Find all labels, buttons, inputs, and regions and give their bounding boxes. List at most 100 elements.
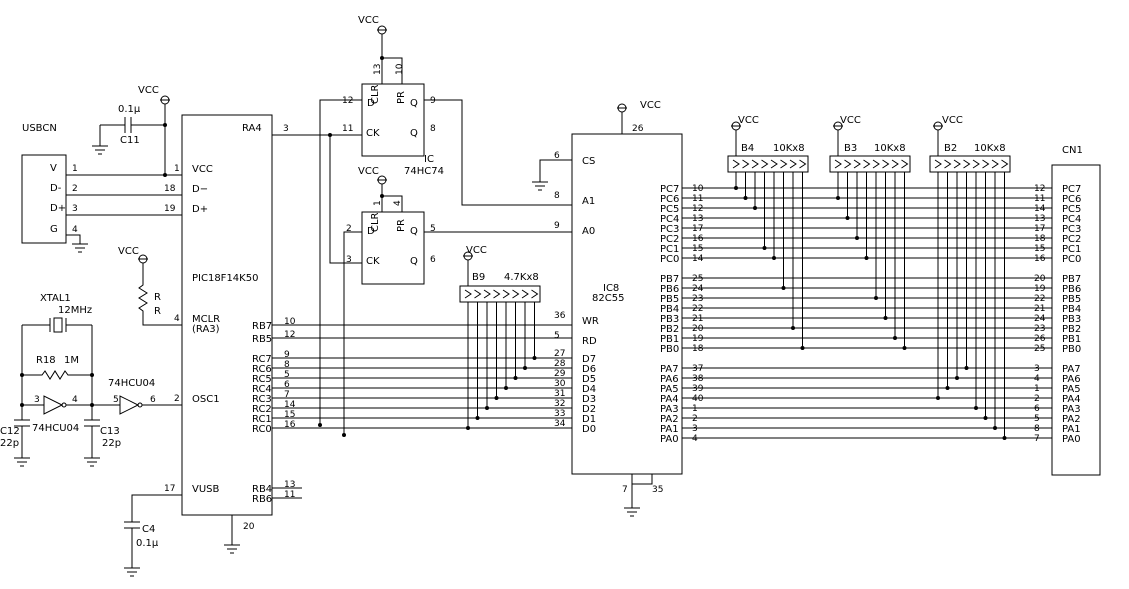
resistor-array-b3: B3 10Kx8 VCC	[840, 115, 906, 154]
pin-number: 1	[1034, 384, 1040, 394]
pin-label: PR	[396, 91, 407, 104]
vcc-label: VCC	[138, 85, 159, 96]
pin-label: PA3	[660, 404, 679, 415]
pin-number: 15	[284, 410, 295, 420]
pin-number: 5	[554, 331, 560, 341]
pin-label: VCC	[192, 164, 213, 175]
pin-number: 33	[554, 409, 565, 419]
pin-label: RB6	[252, 494, 272, 505]
pin-number: 4	[692, 434, 698, 444]
pin-label: PA7	[1062, 364, 1081, 375]
pin-number: 34	[554, 419, 566, 429]
resistor-name: R	[154, 292, 161, 303]
pin-label: MCLR	[192, 314, 220, 325]
connector-name: CN1	[1062, 145, 1083, 156]
pin-number: 12	[1034, 184, 1045, 194]
pin-label: CK	[366, 256, 380, 267]
pin-label: PC1	[660, 244, 679, 255]
pin-label: Q	[410, 98, 418, 109]
pin-number: 17	[692, 224, 703, 234]
pin-label: OSC1	[192, 394, 220, 405]
array-name: B3	[844, 143, 857, 154]
ground-symbol	[72, 243, 88, 253]
resistor-r: VCC R R	[118, 246, 182, 326]
array-name: B9	[472, 272, 485, 283]
pin-label: D0	[582, 424, 596, 435]
pin-number: 40	[692, 394, 704, 404]
capacitor-name: C4	[142, 524, 155, 535]
pin-number: 3	[72, 204, 78, 214]
oscillator-circuit: XTAL1 12MHz R18 1M 3 4 5 6 74HCU04 74HCU…	[0, 293, 182, 467]
pin-number: 20	[243, 522, 255, 532]
pin-number: 16	[692, 234, 704, 244]
pin-label: PC2	[1062, 234, 1081, 245]
usb-connector-name: USBCN	[22, 123, 57, 134]
pin-label: PA4	[660, 394, 679, 405]
pin-number: 39	[692, 384, 704, 394]
vcc-label: VCC	[640, 100, 661, 111]
pin-number: 3	[692, 424, 698, 434]
vcc-label: VCC	[942, 115, 963, 126]
pin-number: 8	[430, 124, 436, 134]
pin-label: CLR	[370, 212, 381, 232]
pin-number: 22	[692, 304, 703, 314]
crystal-frequency: 12MHz	[58, 305, 92, 316]
pin-number: 37	[692, 364, 703, 374]
resistor-arrays	[459, 121, 1011, 440]
pin-number: 36	[554, 311, 566, 321]
pin-label: RC1	[252, 414, 272, 425]
pin-number: 35	[652, 485, 663, 495]
pin-number: 8	[554, 191, 560, 201]
pin-number: 13	[692, 214, 703, 224]
vcc-symbol: VCC	[138, 85, 170, 175]
usb-pin-label: D-	[50, 183, 62, 194]
pin-number: 27	[554, 349, 565, 359]
pin-label: A0	[582, 226, 595, 237]
pin-number: 14	[692, 254, 704, 264]
pin-number: 2	[346, 224, 352, 234]
pin-number: 11	[284, 490, 295, 500]
pin-label: PC0	[660, 254, 679, 265]
pin-number: 10	[692, 184, 704, 194]
pin-label: PB2	[1062, 324, 1081, 335]
pin-number: 4	[393, 200, 403, 206]
ppi-82c55-chip: IC8 82C55 VCC 26 7 35	[571, 100, 683, 495]
usb-pin-label: D+	[50, 203, 66, 214]
pin-label: D7	[582, 354, 596, 365]
pin-number: 5	[113, 395, 119, 405]
pin-label: D−	[192, 184, 208, 195]
pin-number: 13	[284, 480, 295, 490]
pin-number: 8	[1034, 424, 1040, 434]
ppi-pins: CS6A18A09WR36RD5D727D628D529D430D331D232…	[554, 151, 1052, 445]
pin-label: PB3	[660, 314, 679, 325]
pin-number: 14	[1034, 204, 1046, 214]
pin-label: PB1	[660, 334, 679, 345]
pin-number: 10	[395, 63, 405, 75]
pin-label: PA1	[1062, 424, 1081, 435]
pin-number: 19	[692, 334, 704, 344]
pin-label: CLR	[370, 84, 381, 104]
chip-name: PIC18F14K50	[192, 273, 258, 284]
pin-number: 4	[72, 395, 78, 405]
pin-label: RB7	[252, 321, 272, 332]
pin-label: PC0	[1062, 254, 1081, 265]
pin-number: 32	[554, 399, 565, 409]
capacitor-value: 22p	[0, 438, 19, 449]
pin-label: RC2	[252, 404, 272, 415]
capacitor-value: 22p	[102, 438, 121, 449]
chip-part: 82C55	[592, 293, 624, 304]
pin-number: 7	[1034, 434, 1040, 444]
pin-label: PA0	[660, 434, 679, 445]
pin-number: 2	[692, 414, 698, 424]
array-name: B4	[741, 143, 754, 154]
pin-label: RC4	[252, 384, 272, 395]
usb-pin-label: V	[50, 163, 57, 174]
pin-number: 1	[72, 164, 78, 174]
pin-number: 13	[1034, 214, 1045, 224]
pin-number: 5	[430, 224, 436, 234]
pin-number: 20	[692, 324, 704, 334]
pin-number: 3	[346, 255, 352, 265]
usb-pin-label: G	[50, 224, 58, 235]
pin-label: PC6	[1062, 194, 1081, 205]
